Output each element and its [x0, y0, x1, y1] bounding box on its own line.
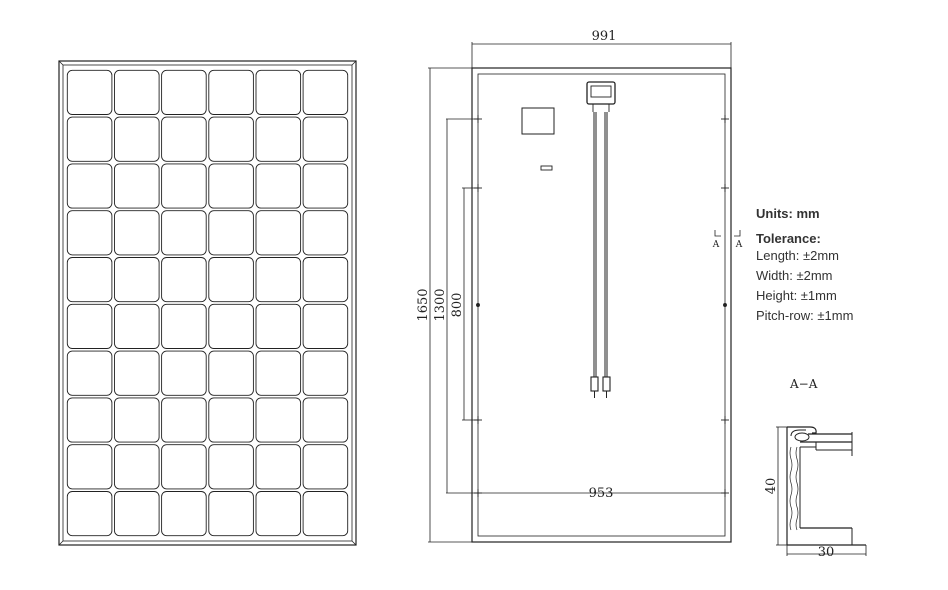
solar-cell — [255, 257, 302, 303]
solar-cell — [66, 491, 113, 537]
solar-cell — [114, 163, 160, 209]
solar-cell — [255, 163, 302, 209]
section-title: A−A — [790, 377, 818, 391]
solar-cell — [66, 163, 113, 209]
solar-cell — [255, 116, 302, 162]
solar-cell — [208, 397, 254, 443]
solar-cell — [208, 491, 254, 537]
tolerance-title: Tolerance: — [756, 231, 821, 246]
solar-cell — [208, 257, 254, 303]
solar-cell — [302, 69, 349, 115]
solar-cell — [208, 444, 254, 490]
tolerance-width: Width: ±2mm — [756, 268, 833, 283]
back-frame-outer — [471, 67, 732, 543]
legend: Units: mm Tolerance: Length: ±2mm Width:… — [756, 206, 853, 326]
mount-800-label: 800 — [450, 293, 465, 318]
tolerance-height: Height: ±1mm — [756, 288, 837, 303]
solar-cell — [302, 491, 349, 537]
mount-1300-label: 1300 — [433, 288, 448, 321]
solar-cell-grid — [66, 69, 349, 537]
front-frame-outer — [58, 60, 357, 546]
back-frame-inner — [477, 73, 726, 537]
solar-cell — [114, 350, 160, 396]
tolerance-length: Length: ±2mm — [756, 248, 840, 263]
solar-cell — [302, 303, 349, 349]
solar-cell — [255, 303, 302, 349]
solar-cell — [114, 397, 160, 443]
section-view — [776, 426, 867, 556]
output-cables — [590, 112, 611, 398]
solar-cell — [161, 444, 207, 490]
solar-cell — [208, 350, 254, 396]
solar-cell — [161, 303, 207, 349]
solar-cell — [255, 350, 302, 396]
solar-cell — [66, 397, 113, 443]
solar-cell — [161, 163, 207, 209]
connector-minus — [602, 376, 611, 392]
solar-cell — [66, 303, 113, 349]
solar-cell — [255, 491, 302, 537]
solar-cell — [302, 163, 349, 209]
solar-cell — [66, 444, 113, 490]
solar-cell — [114, 444, 160, 490]
solar-cell — [302, 397, 349, 443]
section-letter-right: A — [735, 240, 743, 250]
section-height-label: 40 — [764, 478, 779, 495]
solar-cell — [302, 444, 349, 490]
solar-cell — [66, 350, 113, 396]
solar-cell — [302, 257, 349, 303]
solar-cell — [114, 303, 160, 349]
solar-cell — [208, 303, 254, 349]
solar-cell — [208, 210, 254, 256]
mounting-hole-marks — [474, 115, 729, 497]
back-view — [428, 42, 741, 543]
solar-cell — [66, 210, 113, 256]
solar-cell — [255, 210, 302, 256]
solar-cell — [114, 210, 160, 256]
solar-cell — [208, 163, 254, 209]
solar-cell — [208, 116, 254, 162]
label-plate — [521, 107, 555, 135]
solar-cell — [114, 69, 160, 115]
solar-cell — [161, 350, 207, 396]
connector-plus — [590, 376, 599, 392]
height-label: 1650 — [416, 288, 431, 321]
solar-cell — [161, 397, 207, 443]
tolerance-pitch-row: Pitch-row: ±1mm — [756, 308, 854, 323]
solar-cell — [114, 257, 160, 303]
inner-width-label: 953 — [589, 486, 614, 501]
solar-cell — [161, 69, 207, 115]
solar-cell — [161, 491, 207, 537]
solar-cell — [161, 257, 207, 303]
junction-box — [586, 81, 616, 105]
units-label: Units: mm — [756, 206, 820, 221]
solar-cell — [255, 69, 302, 115]
solar-cell — [66, 69, 113, 115]
solar-cell — [161, 116, 207, 162]
solar-cell — [255, 397, 302, 443]
section-marker — [714, 230, 741, 237]
solar-cell — [66, 116, 113, 162]
solar-cell — [114, 116, 160, 162]
small-slot — [540, 165, 553, 171]
solar-cell — [66, 257, 113, 303]
solar-cell — [255, 444, 302, 490]
solar-cell — [161, 210, 207, 256]
solar-cell — [302, 116, 349, 162]
section-width-label: 30 — [818, 545, 835, 560]
width-label: 991 — [592, 29, 617, 44]
solar-cell — [114, 491, 160, 537]
front-view — [58, 60, 357, 546]
section-letter-left: A — [712, 240, 720, 250]
solar-cell — [302, 350, 349, 396]
solar-cell — [208, 69, 254, 115]
front-frame-inner — [62, 64, 353, 542]
solar-cell — [302, 210, 349, 256]
